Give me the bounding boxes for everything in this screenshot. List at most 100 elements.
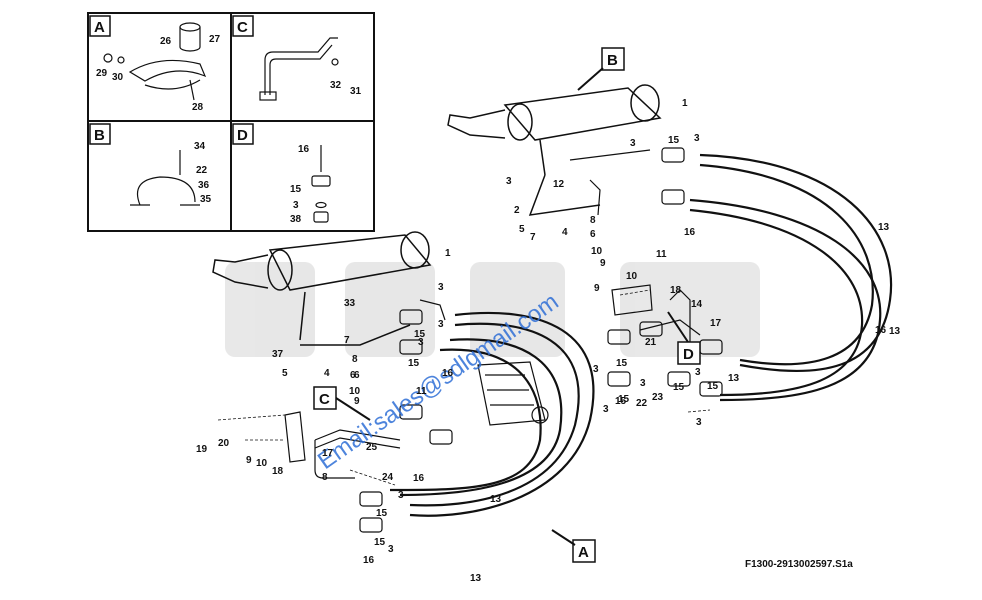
part-label: 15 bbox=[408, 358, 420, 369]
part-label: 24 bbox=[382, 472, 394, 483]
part-label: 3 bbox=[398, 490, 404, 501]
detail-d-drawing bbox=[311, 145, 331, 223]
hoses bbox=[389, 153, 893, 517]
part-label: 16 bbox=[442, 368, 454, 379]
part-label-d38: 38 bbox=[290, 214, 302, 225]
part-label: 3 bbox=[418, 337, 424, 348]
part-label: 9 bbox=[246, 455, 252, 466]
part-label-b35: 35 bbox=[200, 194, 212, 205]
part-label: 10 bbox=[349, 386, 361, 397]
box-letter-b: B bbox=[94, 127, 105, 144]
part-label: 3 bbox=[438, 319, 444, 330]
cylinder-left bbox=[212, 231, 432, 346]
part-label-d15: 15 bbox=[290, 184, 302, 195]
part-label: 3 bbox=[388, 544, 394, 555]
part-label-a30: 30 bbox=[112, 72, 124, 83]
part-label-c32: 32 bbox=[330, 80, 342, 91]
callout-arrows bbox=[335, 67, 689, 546]
part-label-c31: 31 bbox=[350, 86, 362, 97]
figure-reference: F1300-2913002597.S1a bbox=[745, 559, 853, 570]
part-label: 12 bbox=[553, 179, 565, 190]
part-label: 11 bbox=[416, 386, 427, 397]
part-label: 18 bbox=[670, 285, 682, 296]
part-label: 33 bbox=[344, 298, 356, 309]
part-label: 4 bbox=[324, 368, 330, 379]
part-label: 15 bbox=[707, 381, 719, 392]
part-label: 23 bbox=[652, 392, 664, 403]
part-label: 10 bbox=[626, 271, 638, 282]
part-label: 10 bbox=[591, 246, 603, 257]
callout-a: A bbox=[578, 544, 589, 561]
part-label: 5 bbox=[282, 368, 288, 379]
part-label: 6 bbox=[354, 370, 360, 381]
fittings bbox=[359, 147, 723, 533]
part-label-a28: 28 bbox=[192, 102, 204, 113]
part-label: 21 bbox=[645, 337, 657, 348]
callout-boxes bbox=[313, 47, 701, 563]
part-label: 15 bbox=[615, 396, 627, 407]
part-label: 9 bbox=[594, 283, 600, 294]
part-label: 13 bbox=[728, 373, 740, 384]
detail-b-drawing bbox=[130, 150, 200, 206]
part-label: 15 bbox=[616, 358, 628, 369]
part-label: 1 bbox=[445, 248, 451, 259]
part-label: 6 bbox=[350, 370, 356, 381]
part-label: 3 bbox=[694, 133, 700, 144]
part-label: 2 bbox=[514, 205, 520, 216]
part-label: 25 bbox=[366, 442, 378, 453]
part-label: 17 bbox=[322, 448, 334, 459]
part-label: 13 bbox=[470, 573, 482, 584]
part-label: 5 bbox=[519, 224, 525, 235]
part-label: 16 bbox=[413, 473, 425, 484]
part-label: 3 bbox=[630, 138, 636, 149]
part-label: 3 bbox=[506, 176, 512, 187]
callout-d: D bbox=[683, 346, 694, 363]
cylinder-upper bbox=[447, 84, 662, 216]
part-label: 15 bbox=[673, 382, 685, 393]
part-label: 3 bbox=[438, 282, 444, 293]
part-label: 4 bbox=[562, 227, 568, 238]
detail-letter-boxes bbox=[89, 15, 254, 145]
part-label: 15 bbox=[376, 508, 388, 519]
part-label-b22: 22 bbox=[196, 165, 208, 176]
part-label: 15 bbox=[414, 329, 426, 340]
detail-boxes bbox=[87, 12, 375, 232]
part-label: 3 bbox=[695, 367, 701, 378]
part-label-a26: 26 bbox=[160, 36, 172, 47]
part-label: 3 bbox=[603, 404, 609, 415]
callout-b: B bbox=[607, 52, 618, 69]
valve-block bbox=[477, 361, 549, 426]
part-label: 20 bbox=[218, 438, 230, 449]
part-label: 15 bbox=[618, 394, 630, 405]
part-label: 13 bbox=[878, 222, 890, 233]
part-label: 8 bbox=[352, 354, 358, 365]
part-label: 8 bbox=[322, 472, 328, 483]
box-letter-c: C bbox=[237, 19, 248, 36]
part-label: 16 bbox=[875, 325, 887, 336]
part-label: 37 bbox=[272, 349, 284, 360]
part-label-d16: 16 bbox=[298, 144, 310, 155]
leader-lines bbox=[217, 289, 711, 486]
part-label: 9 bbox=[354, 396, 360, 407]
callout-c: C bbox=[319, 391, 330, 408]
part-label-d3: 3 bbox=[293, 200, 299, 211]
part-label-b34: 34 bbox=[194, 141, 206, 152]
part-label-a29: 29 bbox=[96, 68, 108, 79]
part-label: 9 bbox=[600, 258, 606, 269]
part-label: 3 bbox=[640, 378, 646, 389]
part-label: 15 bbox=[668, 135, 680, 146]
part-label: 8 bbox=[590, 215, 596, 226]
part-label: 16 bbox=[684, 227, 696, 238]
part-label-a27: 27 bbox=[209, 34, 221, 45]
brackets-and-tubes bbox=[284, 149, 701, 479]
part-label: 15 bbox=[374, 537, 386, 548]
part-label: 13 bbox=[889, 326, 901, 337]
part-label: 3 bbox=[593, 364, 599, 375]
part-label: 11 bbox=[656, 249, 667, 260]
part-label: 10 bbox=[256, 458, 268, 469]
part-label: 15 bbox=[0, 0, 12, 3]
detail-c-drawing bbox=[259, 37, 339, 101]
part-label: 7 bbox=[530, 232, 536, 243]
